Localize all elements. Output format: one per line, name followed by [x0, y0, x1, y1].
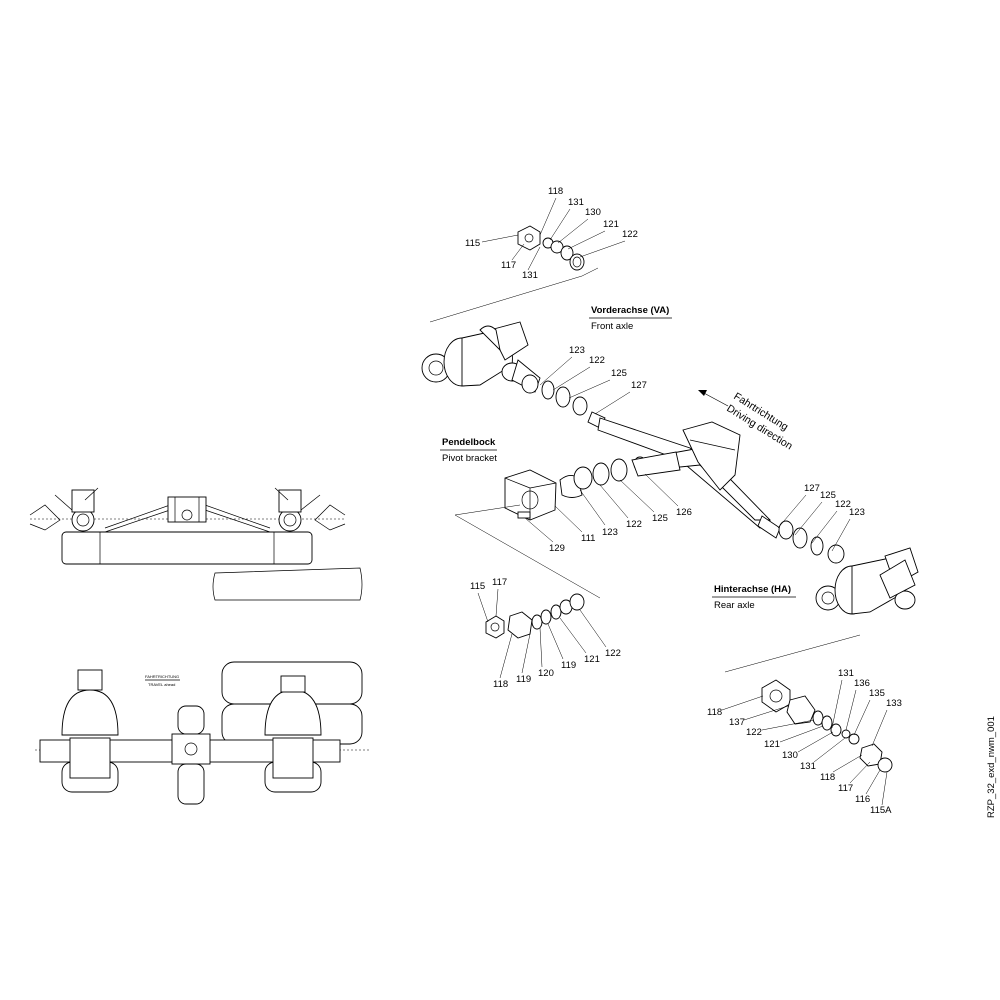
- pivot-bracket-label: Pendelbock Pivot bracket: [440, 437, 497, 464]
- callout-137: 137: [729, 717, 745, 728]
- callout-133: 133: [886, 698, 902, 709]
- callout-130: 130: [585, 207, 601, 218]
- rear-axle-title: Hinterachse (HA): [714, 584, 791, 595]
- callout-123c: 123: [849, 507, 865, 518]
- callout-120: 120: [538, 668, 554, 679]
- drawing-id: RZP_32_exd_nwm_001: [986, 716, 997, 818]
- callout-127a: 127: [631, 380, 647, 391]
- side-view-note-line2: TRAVEL ahead: [148, 682, 175, 687]
- callout-118d: 118: [820, 772, 835, 783]
- front-axle-subtitle: Front axle: [591, 321, 633, 332]
- callout-122d: 122: [605, 648, 621, 659]
- front-axle-title: Vorderachse (VA): [591, 305, 669, 316]
- rear-stub-parts: 127 125 122 123: [757, 483, 865, 564]
- callout-130b: 130: [782, 750, 798, 761]
- pivot-bracket-subtitle: Pivot bracket: [442, 453, 497, 464]
- callout-122e: 122: [746, 727, 762, 738]
- callout-115: 115: [465, 238, 480, 249]
- callout-118b: 118: [493, 679, 508, 690]
- callout-122: 122: [622, 229, 638, 240]
- callout-119a: 119: [516, 674, 531, 685]
- pivot-bracket-title: Pendelbock: [442, 437, 496, 448]
- direction-arrow-icon: [698, 390, 707, 396]
- axle-top-view: FAHRTRICHTUNG TRAVEL ahead: [35, 661, 370, 805]
- front-axle-label: Vorderachse (VA) Front axle: [589, 305, 672, 332]
- callout-136: 136: [854, 678, 870, 689]
- pivot-bracket-body: 129 111 123 122 125 126: [454, 451, 692, 554]
- callout-125b: 125: [652, 513, 668, 524]
- callout-135: 135: [869, 688, 885, 699]
- callout-117b: 117: [492, 577, 507, 588]
- side-view-note-line1: FAHRTRICHTUNG: [145, 674, 179, 679]
- callout-123a: 123: [569, 345, 585, 356]
- callout-131c: 131: [838, 668, 854, 679]
- callout-117c: 117: [838, 783, 853, 794]
- front-axle-body: [421, 321, 541, 393]
- callout-116: 116: [855, 794, 870, 805]
- callout-118c: 118: [707, 707, 722, 718]
- callout-129: 129: [549, 543, 565, 554]
- callout-115b: 115: [470, 581, 485, 592]
- callout-131b: 131: [522, 270, 538, 281]
- callout-125c: 125: [820, 490, 836, 501]
- callout-131: 131: [568, 197, 584, 208]
- left-hub-parts: 115 117 118 119 120 119 121 122: [454, 514, 621, 690]
- rear-axle-body: [815, 547, 919, 615]
- callout-122a: 122: [589, 355, 605, 366]
- axle-side-view: [29, 487, 363, 601]
- callout-126: 126: [676, 507, 692, 518]
- callout-122b: 122: [626, 519, 642, 530]
- rear-axle-subtitle: Rear axle: [714, 600, 755, 611]
- callout-118: 118: [548, 186, 563, 197]
- callout-121: 121: [603, 219, 619, 230]
- callout-115A: 115A: [870, 805, 892, 816]
- callout-127b: 127: [804, 483, 820, 494]
- callout-125a: 125: [611, 368, 627, 379]
- rear-hub-parts: 131 136 135 133 118 137 122 121 130 131 …: [707, 634, 902, 816]
- callout-131d: 131: [800, 761, 816, 772]
- callout-121b: 121: [584, 654, 600, 665]
- front-hub-parts: 118 131 130 121 122 115 117 131: [429, 186, 638, 323]
- front-stub-parts: 123 122 125 127: [521, 345, 647, 429]
- callout-123b: 123: [602, 527, 618, 538]
- callout-122c: 122: [835, 499, 851, 510]
- callout-121c: 121: [764, 739, 780, 750]
- callout-117: 117: [501, 260, 516, 271]
- callout-119b: 119: [561, 660, 576, 671]
- rear-axle-label: Hinterachse (HA) Rear axle: [712, 584, 796, 611]
- callout-111: 111: [581, 533, 595, 544]
